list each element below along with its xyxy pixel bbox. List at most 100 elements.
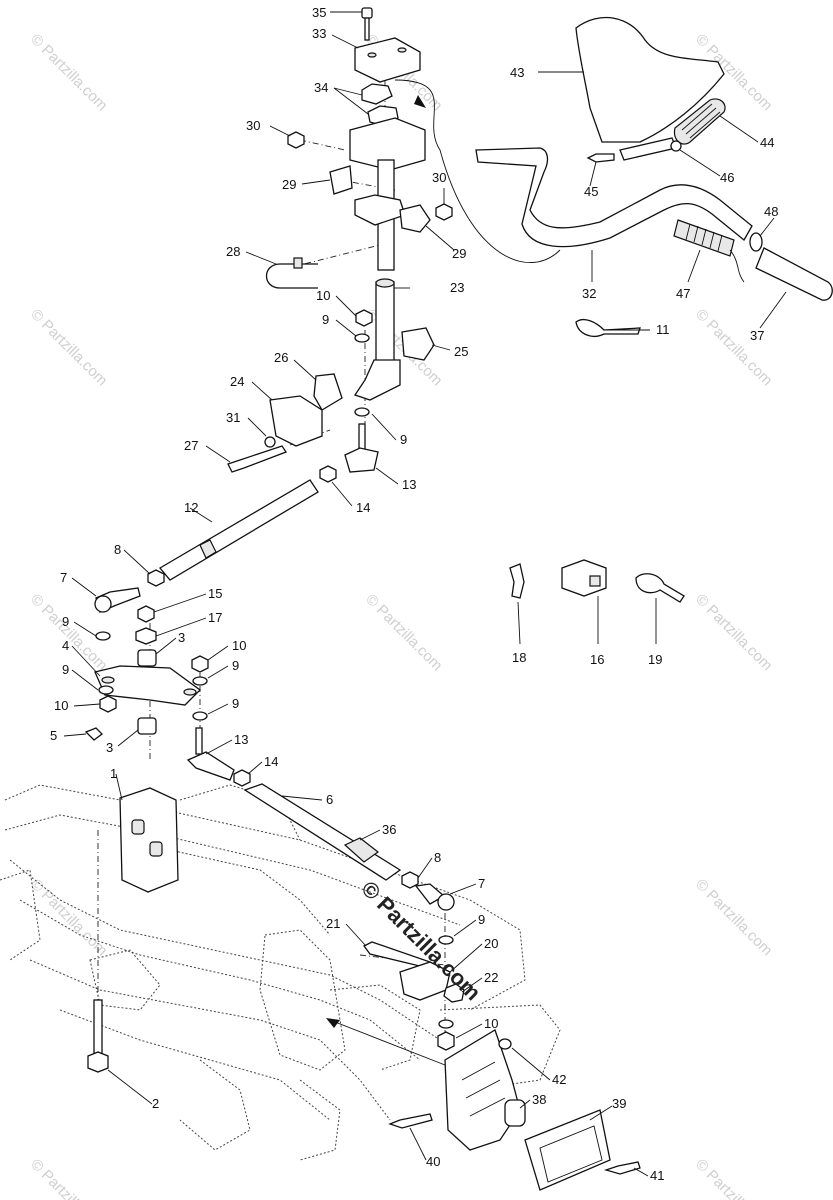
plate-39 xyxy=(524,1109,611,1191)
label-10: 10 xyxy=(54,698,68,713)
label-32: 32 xyxy=(582,286,596,301)
bushing-25 xyxy=(401,327,435,361)
nut-8b xyxy=(401,871,419,889)
bolt-35-shank xyxy=(364,17,370,41)
label-16: 16 xyxy=(590,652,604,667)
pad-43 xyxy=(575,16,725,143)
handlebar-assembly xyxy=(475,16,833,337)
label-38: 38 xyxy=(532,1092,546,1107)
connector-16 xyxy=(561,559,607,597)
bracket-24 xyxy=(269,395,323,447)
watermark: © Partzilla.com xyxy=(362,591,445,674)
steering-column-assembly xyxy=(94,7,453,613)
label-39: 39 xyxy=(612,1096,626,1111)
tie-19 xyxy=(635,573,685,603)
label-29: 29 xyxy=(282,177,296,192)
bolt-2-head xyxy=(87,1051,109,1073)
screw-45 xyxy=(586,153,615,163)
label-31: 31 xyxy=(226,410,240,425)
handlebar-32 xyxy=(475,147,753,248)
washer-9d xyxy=(192,676,208,686)
bushing-29a xyxy=(329,165,353,195)
label-35: 35 xyxy=(312,5,326,20)
nut-10c xyxy=(99,695,117,713)
label-41: 41 xyxy=(650,1168,664,1183)
label-10: 10 xyxy=(316,288,330,303)
label-12: 12 xyxy=(184,500,198,515)
rivet-41 xyxy=(603,1161,641,1175)
label-36: 36 xyxy=(382,822,396,837)
label-46: 46 xyxy=(720,170,734,185)
rivet-40 xyxy=(388,1113,433,1129)
tie-rod-end-13a xyxy=(358,423,366,451)
tie-rod-end-13b xyxy=(186,751,235,781)
washer-9e xyxy=(98,685,114,695)
label-23: 23 xyxy=(450,280,464,295)
label-28: 28 xyxy=(226,244,240,259)
label-8: 8 xyxy=(434,850,441,865)
bracket-1 xyxy=(119,787,179,893)
idler-arm-assembly xyxy=(84,605,251,787)
washer-9a xyxy=(354,333,370,343)
bushing-3a xyxy=(137,649,157,667)
bolt-35 xyxy=(361,7,373,19)
nut-8a xyxy=(147,569,165,587)
tie-rod-end-13a-body xyxy=(344,447,379,473)
grease-fitting-5 xyxy=(84,727,103,741)
watermark: © Partzilla.com xyxy=(692,306,775,389)
label-14: 14 xyxy=(356,500,370,515)
label-5: 5 xyxy=(50,728,57,743)
label-3: 3 xyxy=(178,630,185,645)
washer-9g xyxy=(438,935,454,945)
label-29: 29 xyxy=(452,246,466,261)
label-9: 9 xyxy=(232,696,239,711)
label-20: 20 xyxy=(484,936,498,951)
label-43: 43 xyxy=(510,65,524,80)
label-2: 2 xyxy=(152,1096,159,1111)
washer-31 xyxy=(264,436,276,448)
tie-rod-end-13b-stud xyxy=(195,727,203,755)
label-9: 9 xyxy=(62,614,69,629)
watermark: © Partzilla.com xyxy=(692,1156,775,1200)
steering-arm xyxy=(353,359,401,401)
washer-9f xyxy=(192,711,208,721)
nut-15 xyxy=(137,605,155,623)
label-24: 24 xyxy=(230,374,244,389)
bushing-34a xyxy=(361,83,393,105)
washer-10d-washer xyxy=(438,1019,454,1029)
label-1: 1 xyxy=(110,766,117,781)
label-33: 33 xyxy=(312,26,326,41)
lower-column-23 xyxy=(375,281,395,363)
label-21: 21 xyxy=(326,916,340,931)
label-17: 17 xyxy=(208,610,222,625)
grip-37 xyxy=(755,247,833,301)
label-30: 30 xyxy=(246,118,260,133)
watermark: © Partzilla.com xyxy=(27,31,110,114)
label-48: 48 xyxy=(764,204,778,219)
lower-linkage xyxy=(87,783,641,1191)
label-9: 9 xyxy=(400,432,407,447)
sleeve-36 xyxy=(343,837,380,863)
label-45: 45 xyxy=(584,184,598,199)
tie-11 xyxy=(575,318,641,337)
bushing-29b xyxy=(399,204,431,233)
watermark: © Partzilla.com xyxy=(27,306,110,389)
tie-rod-12-sleeve xyxy=(199,539,217,559)
tie-rod-12 xyxy=(159,479,319,581)
label-18: 18 xyxy=(512,650,526,665)
label-3: 3 xyxy=(106,740,113,755)
label-27: 27 xyxy=(184,438,198,453)
vehicle-frame xyxy=(0,784,561,1161)
label-7: 7 xyxy=(60,570,67,585)
label-42: 42 xyxy=(552,1072,566,1087)
electrical-parts xyxy=(509,559,685,603)
bushing-3b xyxy=(137,717,157,735)
label-4: 4 xyxy=(62,638,69,653)
nut-30b xyxy=(435,203,453,221)
watermark: © Partzilla.com xyxy=(692,876,775,959)
label-22: 22 xyxy=(484,970,498,985)
washer-48 xyxy=(749,232,763,252)
watermark: © Partzilla.com xyxy=(692,591,775,674)
label-30: 30 xyxy=(432,170,446,185)
